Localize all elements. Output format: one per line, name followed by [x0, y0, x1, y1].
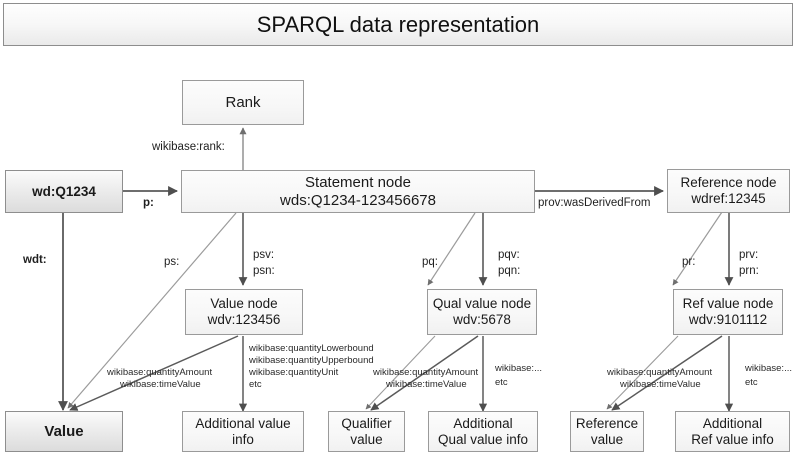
edge-label-ref-amount-1: wikibase:quantityAmount	[607, 367, 713, 378]
edge-label-psn: psn:	[253, 265, 275, 277]
node-additional-value-info-line2: info	[232, 431, 254, 447]
edge-label-pr: pr:	[682, 256, 696, 268]
node-qualifier-value-line1: Qualifier	[341, 415, 392, 431]
node-qual-value-node[interactable]: Qual value node wdv:5678	[427, 289, 537, 335]
edge-pr	[672, 211, 723, 286]
node-additional-qual-value-info-line1: Additional	[453, 415, 513, 431]
node-value[interactable]: Value	[5, 411, 123, 452]
edge-label-value-amount-1: wikibase:quantityAmount	[107, 367, 213, 378]
node-ref-value-node-line2: wdv:9101112	[688, 312, 768, 327]
node-additional-qual-value-info[interactable]: Additional Qual value info	[428, 411, 538, 452]
node-reference[interactable]: Reference node wdref:12345	[667, 169, 790, 213]
node-qualifier-value-line2: value	[350, 431, 383, 447]
node-statement[interactable]: Statement node wds:Q1234-123456678	[181, 170, 535, 213]
node-entity-wd-q1234[interactable]: wd:Q1234	[5, 170, 123, 213]
edge-label-qual-info-1: wikibase:...	[495, 363, 542, 374]
node-qualifier-value[interactable]: Qualifier value	[328, 411, 405, 452]
node-additional-ref-value-info[interactable]: Additional Ref value info	[675, 411, 790, 452]
edge-label-prv: prv:	[739, 249, 759, 261]
node-rank[interactable]: Rank	[182, 80, 304, 125]
node-statement-line1: Statement node	[305, 174, 411, 192]
edge-label-p: p:	[143, 197, 154, 209]
edge-label-pq: pq:	[422, 256, 438, 268]
node-reference-value-line1: Reference	[575, 415, 639, 431]
node-reference-value[interactable]: Reference value	[570, 411, 644, 452]
node-entity-line1: wd:Q1234	[32, 183, 96, 199]
node-reference-line1: Reference node	[680, 175, 777, 191]
edge-label-pqn: pqn:	[498, 265, 521, 277]
node-value-node-line2: wdv:123456	[207, 312, 281, 327]
page-title: SPARQL data representation	[3, 3, 793, 46]
node-additional-qual-value-info-line2: Qual value info	[437, 431, 529, 447]
edge-label-psv: psv:	[253, 249, 275, 261]
edge-label-ps: ps:	[164, 256, 180, 268]
edge-label-ref-amount-2: wikibase:timeValue	[620, 379, 701, 390]
node-additional-value-info[interactable]: Additional value info	[182, 411, 304, 452]
edge-pq	[427, 212, 476, 286]
node-statement-line2: wds:Q1234-123456678	[280, 191, 436, 209]
node-ref-value-node-line1: Ref value node	[682, 296, 774, 312]
node-value-node-line1: Value node	[210, 296, 278, 312]
node-value-line1: Value	[44, 422, 84, 440]
node-value-node[interactable]: Value node wdv:123456	[185, 289, 303, 335]
edge-label-pqv: pqv:	[498, 249, 520, 261]
node-qual-value-node-line1: Qual value node	[432, 296, 532, 312]
node-reference-value-line2: value	[590, 431, 624, 447]
edge-label-prov-wasderivedfrom: prov:wasDerivedFrom	[538, 197, 651, 209]
edge-label-value-info-4: etc	[249, 379, 262, 390]
node-additional-ref-value-info-line2: Ref value info	[691, 431, 774, 447]
edge-label-wikibase-rank: wikibase:rank:	[152, 141, 225, 153]
edge-label-prn: prn:	[739, 265, 759, 277]
edge-label-qual-amount-1: wikibase:quantityAmount	[373, 367, 479, 378]
node-additional-ref-value-info-line1: Additional	[702, 415, 763, 431]
edge-label-value-info-2: wikibase:quantityUpperbound	[249, 355, 374, 366]
edge-label-ref-info-2: etc	[745, 377, 758, 388]
node-reference-line2: wdref:12345	[691, 191, 766, 206]
node-additional-value-info-line1: Additional value	[195, 415, 291, 431]
edge-label-ref-info-1: wikibase:...	[745, 363, 792, 374]
node-ref-value-node[interactable]: Ref value node wdv:9101112	[673, 289, 783, 335]
edge-label-qual-info-2: etc	[495, 377, 508, 388]
node-rank-line1: Rank	[225, 93, 261, 111]
edge-label-wdt: wdt:	[23, 254, 47, 266]
edge-label-qual-amount-2: wikibase:timeValue	[386, 379, 467, 390]
edge-label-value-info-1: wikibase:quantityLowerbound	[249, 343, 374, 354]
node-qual-value-node-line2: wdv:5678	[453, 312, 511, 327]
edge-label-value-amount-2: wikibase:timeValue	[120, 379, 201, 390]
page-title-text: SPARQL data representation	[256, 11, 540, 37]
edge-label-value-info-3: wikibase:quantityUnit	[249, 367, 339, 378]
